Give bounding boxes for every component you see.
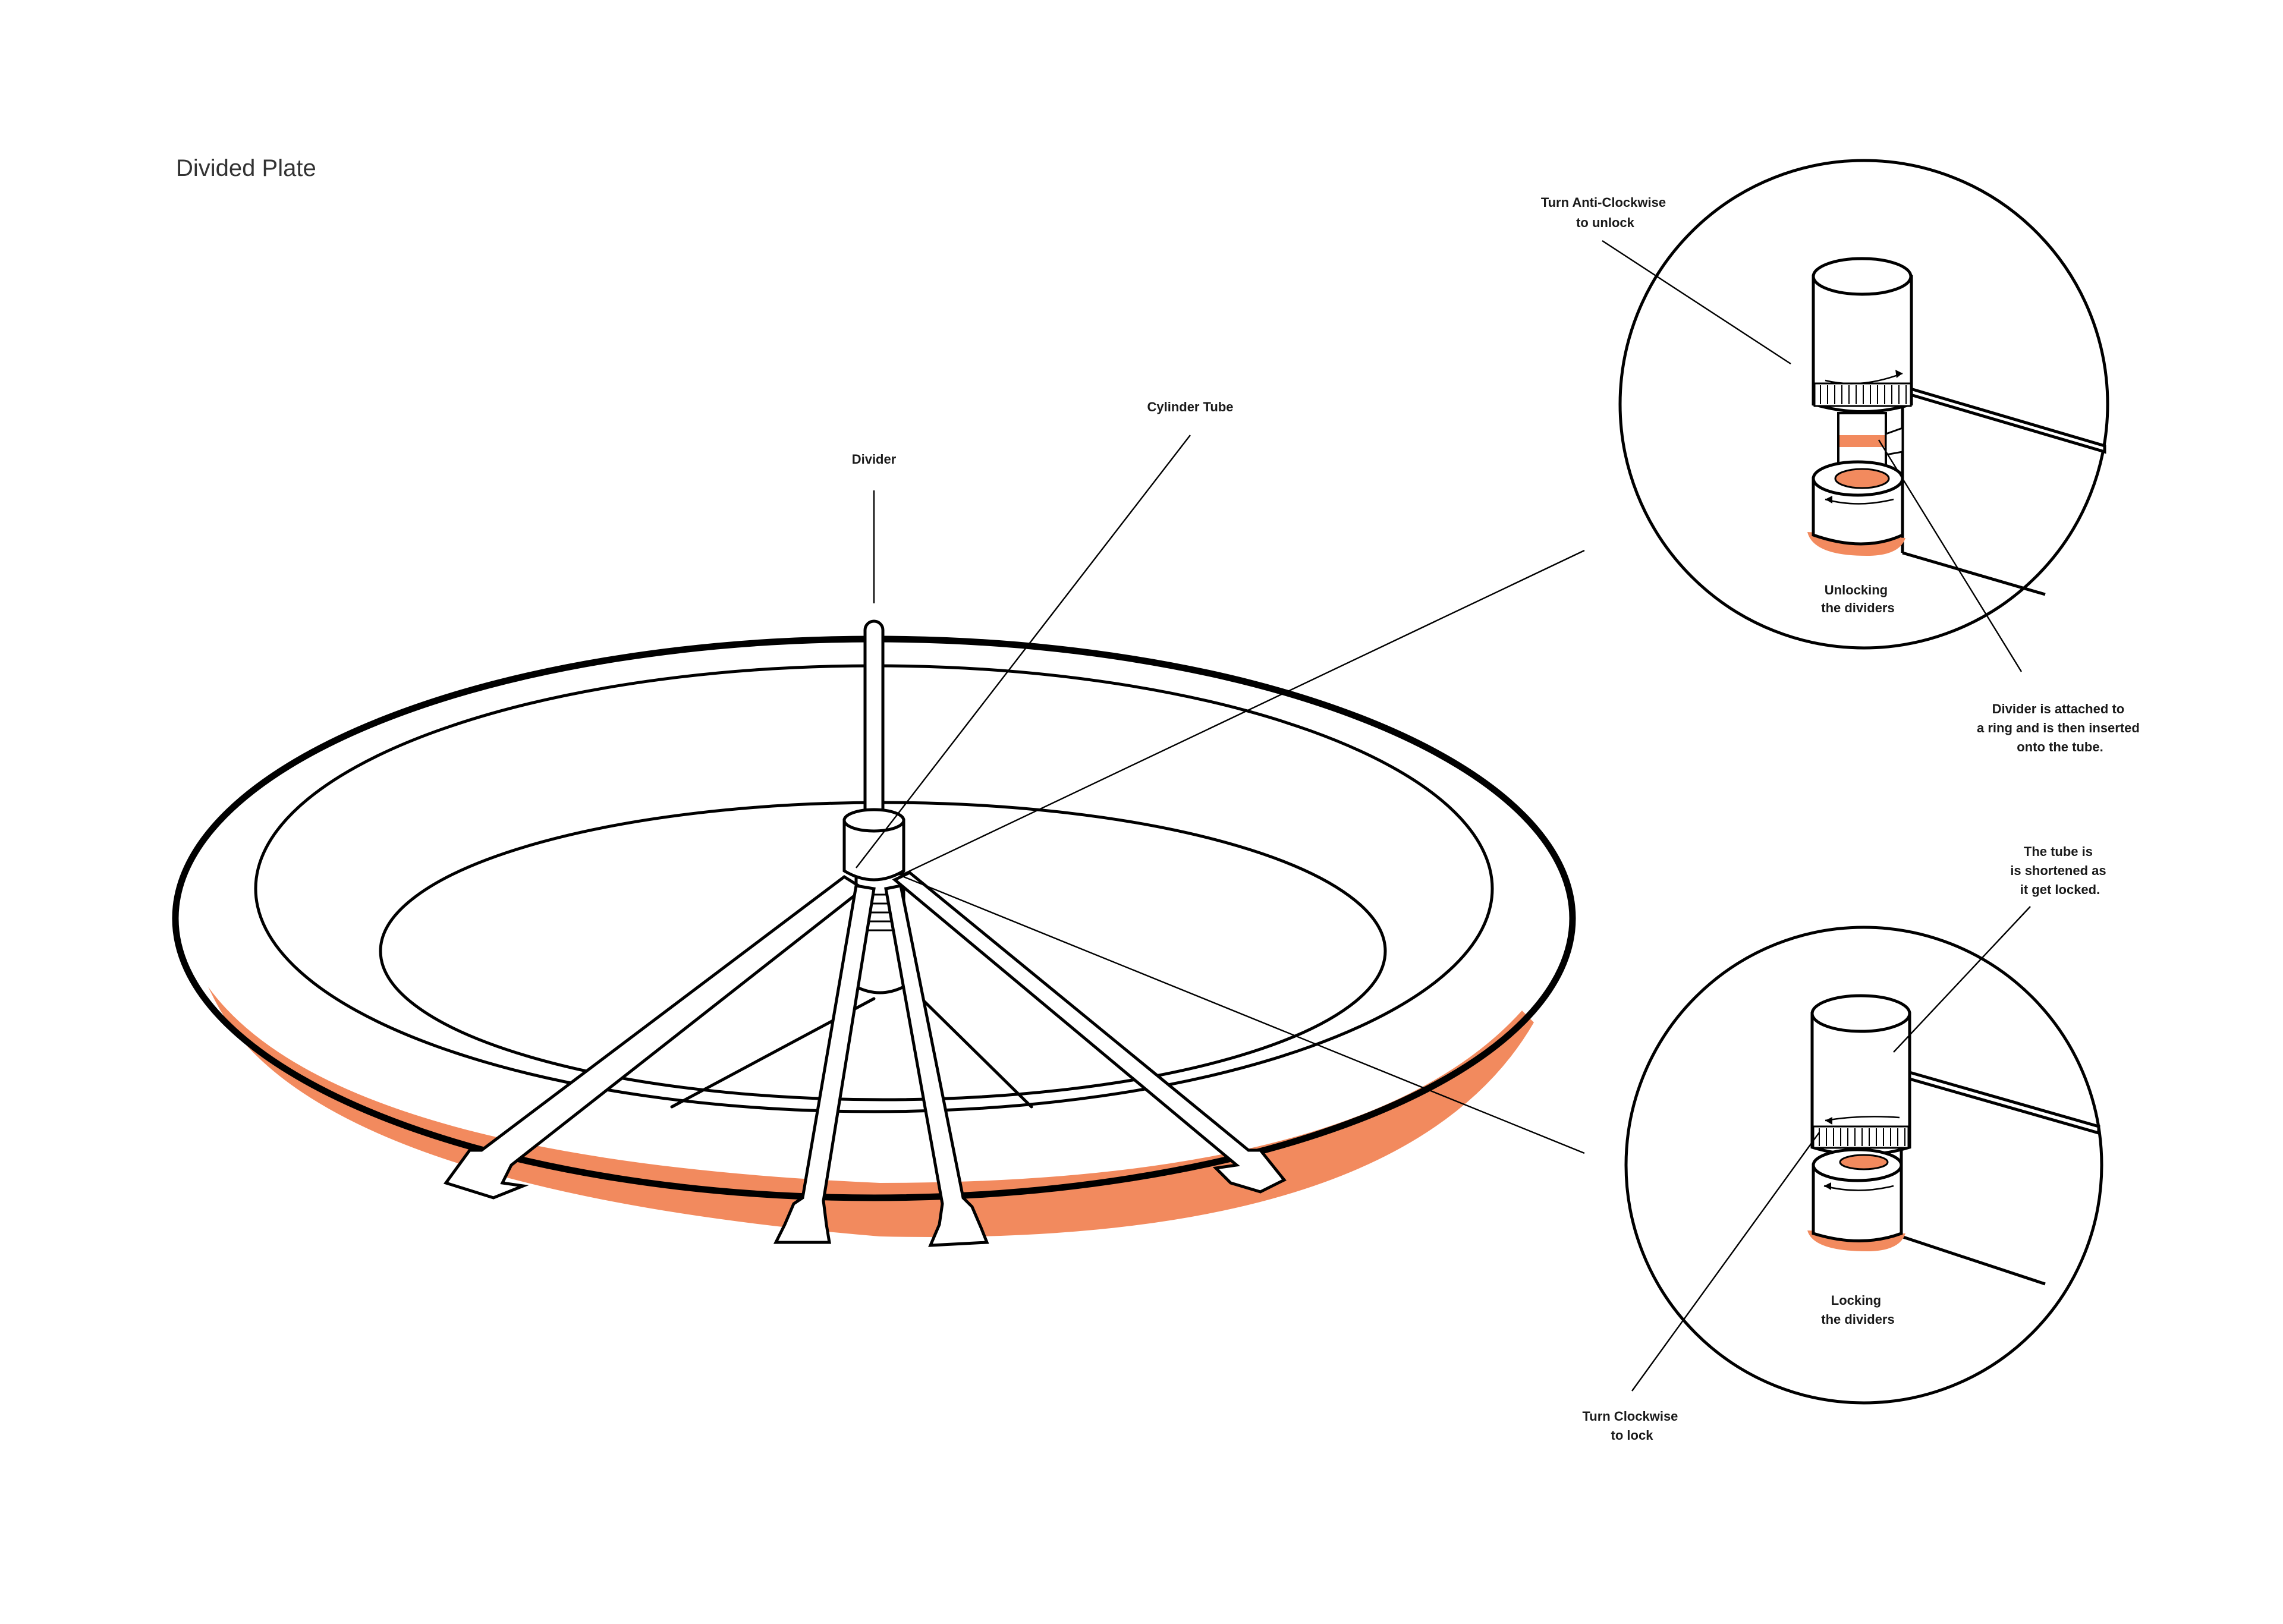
main-leaders [856,435,1585,1154]
divider-rod [863,619,885,819]
unlock-orange-band [1839,435,1885,447]
leader-turn-anticlockwise [1602,240,1791,365]
detail-locking [1624,926,2103,1405]
label-divider-attached: Divider is attached to a ring and is the… [1977,701,2143,754]
divider-arm-right [892,871,1287,1194]
divider-arm-center-right [884,884,989,1247]
leader-turn-clockwise [1631,1132,1820,1392]
leader-tube-shortened [1893,906,2031,1053]
divider-arm-center-left [773,884,876,1244]
label-turn-anticlockwise: Turn Anti-Clockwise to unlock [1541,195,1669,230]
label-unlocking: Unlocking the dividers [1821,583,1894,615]
label-divider: Divider [852,452,897,467]
detail-unlocking [1618,159,2109,650]
divider-arms [443,871,1287,1247]
label-cylinder-tube: Cylinder Tube [1147,399,1233,414]
leader-divider-attached [1878,439,2023,672]
diagram-title: Divided Plate [176,155,316,181]
divider-arm-left [443,874,866,1200]
label-turn-clockwise: Turn Clockwise to lock [1582,1409,1681,1443]
label-tube-shortened: The tube is is shortened as it get locke… [2010,844,2110,897]
plate [172,635,1576,1237]
label-locking: Locking the dividers [1821,1293,1894,1327]
plate-base-shadow [208,987,1534,1237]
